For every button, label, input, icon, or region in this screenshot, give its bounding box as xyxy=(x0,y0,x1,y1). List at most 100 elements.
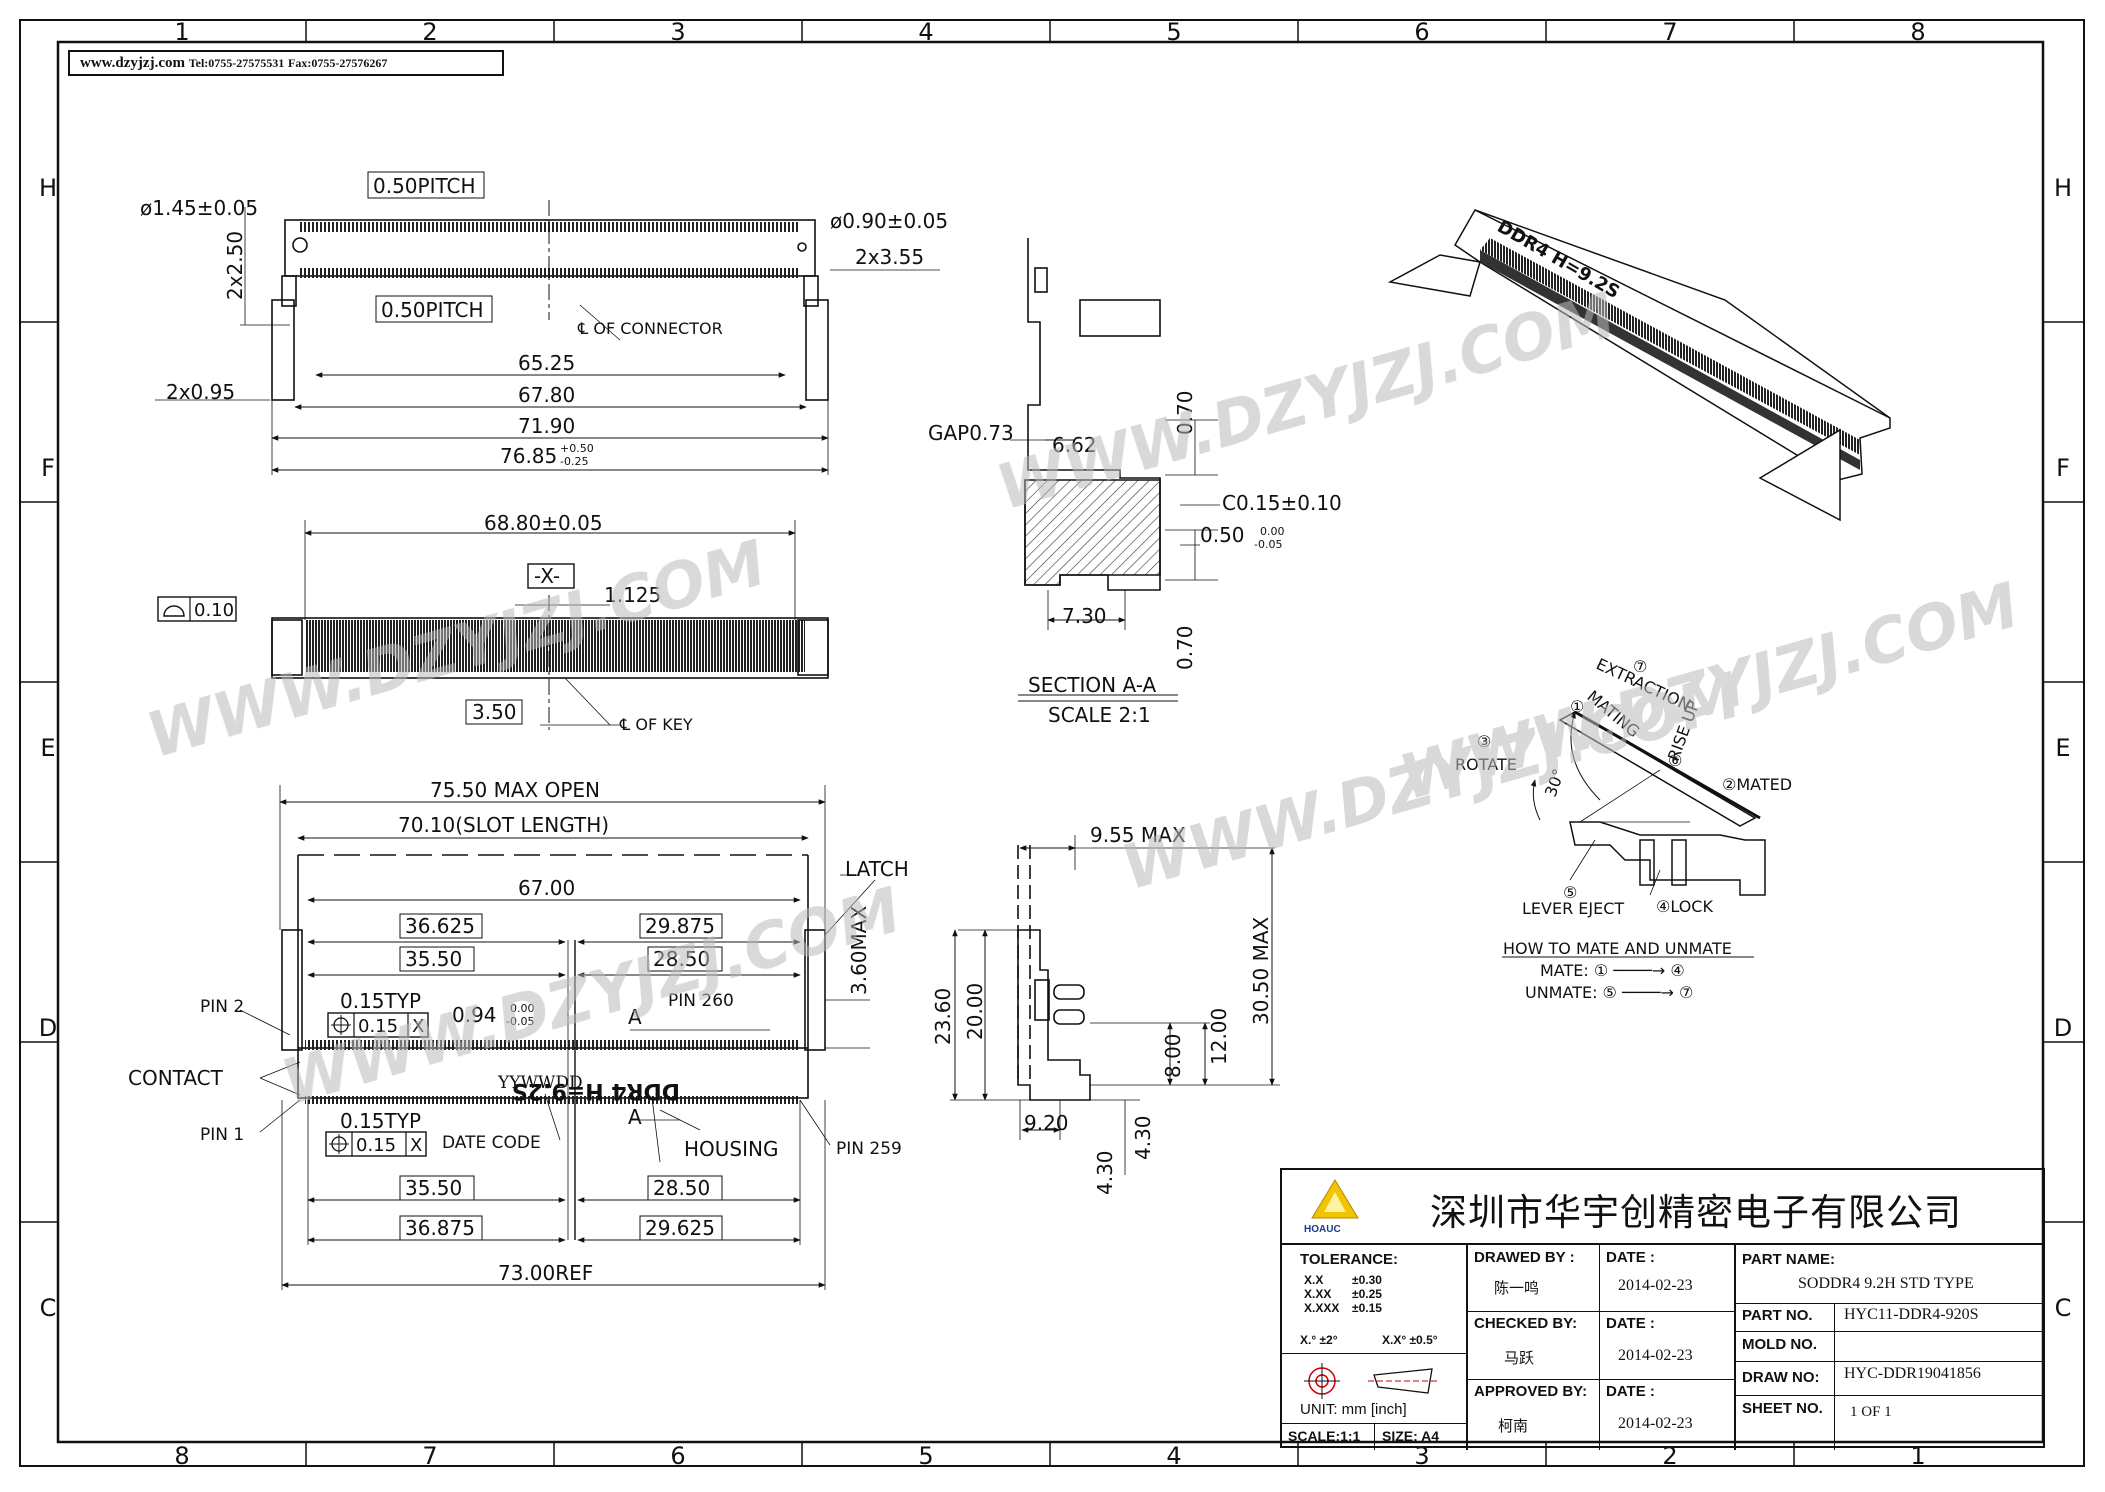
dim-2x095: 2x0.95 xyxy=(166,380,235,404)
step7: ⑦ xyxy=(1633,657,1647,676)
dim-6880: 68.80±0.05 xyxy=(484,511,603,535)
angle-tol2: X.X° ±0.5° xyxy=(1382,1333,1438,1347)
draw-no: HYC-DDR19041856 xyxy=(1844,1365,1981,1382)
pos-tol2: 0.15 xyxy=(356,1135,396,1156)
draw-no-label: DRAW NO: xyxy=(1742,1369,1820,1386)
dim-29625: 29.625 xyxy=(645,1216,715,1240)
date-drawn: 2014-02-23 xyxy=(1618,1277,1693,1294)
dim-2000: 20.00 xyxy=(963,983,987,1040)
drawn-by-label: DRAWED BY : xyxy=(1474,1249,1575,1266)
tol-key: X.XX xyxy=(1304,1287,1332,1301)
projection-icon xyxy=(1304,1363,1438,1399)
col-label: 1 xyxy=(1910,1442,1925,1470)
row-label: C xyxy=(2055,1294,2072,1322)
sheet-no: 1 OF 1 xyxy=(1850,1404,1892,1420)
row-label: F xyxy=(2056,454,2070,482)
scale-label: SCALE:1:1 xyxy=(1288,1428,1361,1444)
flatness-icon xyxy=(163,605,185,617)
dim-3550b: 35.50 xyxy=(405,1176,462,1200)
company-name: 深圳市华宇创精密电子有限公司 xyxy=(1430,1191,1962,1234)
dim-2x355: 2x3.55 xyxy=(855,245,924,269)
contact-label: CONTACT xyxy=(128,1066,224,1090)
watermark: WWW.DZYJZJ.COM xyxy=(989,278,1624,524)
hole2-dim: ø0.90±0.05 xyxy=(830,209,948,233)
tol-value: ±0.25 xyxy=(1352,1287,1382,1301)
logo-text: HOAUC xyxy=(1304,1224,1341,1235)
title-block: HOAUC 深圳市华宇创精密电子有限公司 TOLERANCE: X.X±0.30… xyxy=(1280,1168,2045,1450)
checked-by-label: CHECKED BY: xyxy=(1474,1315,1578,1332)
signature-names: DRAWED BY : 陈一鸣 CHECKED BY: 马跃 APPROVED … xyxy=(1468,1245,1600,1450)
dim-920: 9.20 xyxy=(1024,1111,1069,1135)
dim-6700: 67.00 xyxy=(518,876,575,900)
dim-955: 9.55 MAX xyxy=(1090,823,1186,847)
sheet-no-label: SHEET NO. xyxy=(1742,1400,1823,1417)
row-label: F xyxy=(41,454,55,482)
cl-connector: ℄ OF CONNECTOR xyxy=(577,319,723,338)
dim-2360: 23.60 xyxy=(931,988,955,1045)
date-label: DATE : xyxy=(1606,1383,1655,1400)
tol-050-plus: 0.00 xyxy=(1260,525,1285,538)
dim-070a: 0.70 xyxy=(1173,390,1197,435)
dim-430b: 4.30 xyxy=(1093,1150,1117,1195)
size-label: SIZE: A4 xyxy=(1382,1428,1440,1444)
part-no: HYC11-DDR4-920S xyxy=(1844,1306,1979,1323)
date-label: DATE : xyxy=(1606,1249,1655,1266)
dim-662: 6.62 xyxy=(1052,433,1097,457)
website-url: www.dzyjzj.com xyxy=(80,55,185,71)
date-label: DATE : xyxy=(1606,1315,1655,1332)
approved-by: 柯南 xyxy=(1498,1418,1529,1435)
rotate-label: ROTATE xyxy=(1455,755,1517,774)
pitch-bottom-dim: 0.50PITCH xyxy=(381,298,484,322)
col-label: 4 xyxy=(1166,1442,1181,1470)
housing-label: HOUSING xyxy=(684,1137,778,1161)
tol-minus: -0.25 xyxy=(560,455,588,468)
header-fax: Fax:0755-27576267 xyxy=(288,56,388,70)
dim-6780: 67.80 xyxy=(518,383,575,407)
dim-070b: 0.70 xyxy=(1173,625,1197,670)
row-label: H xyxy=(2054,174,2072,202)
checked-by: 马跃 xyxy=(1504,1350,1535,1367)
col-label: 6 xyxy=(1414,18,1429,46)
dim-430a: 4.30 xyxy=(1131,1115,1155,1160)
tol-plus: +0.50 xyxy=(560,442,594,455)
mating-title: HOW TO MATE AND UNMATE xyxy=(1503,939,1732,958)
row-label: E xyxy=(40,734,55,762)
dim-350: 3.50 xyxy=(472,700,517,724)
dim-360max: 3.60MAX xyxy=(847,906,871,995)
col-label: 3 xyxy=(1414,1442,1429,1470)
step1: ① xyxy=(1570,697,1584,716)
gap-dim: GAP0.73 xyxy=(928,421,1014,445)
row-label: D xyxy=(2054,1014,2072,1042)
tolerance-table: X.X±0.30 X.XX±0.25 X.XXX±0.15 xyxy=(1304,1273,1424,1315)
date-checked: 2014-02-23 xyxy=(1618,1347,1693,1364)
dim-1125: 1.125 xyxy=(604,583,661,607)
dim-3550a: 35.50 xyxy=(405,947,462,971)
iso-view xyxy=(1387,209,1891,522)
section-mark-b: A xyxy=(628,1105,642,1129)
step3: ③ xyxy=(1477,732,1491,751)
bottom-view xyxy=(239,785,876,1290)
part-name: SODDR4 9.2H STD TYPE xyxy=(1798,1275,1974,1292)
tol-value: ±0.30 xyxy=(1352,1273,1382,1287)
lever-eject-label: LEVER EJECT xyxy=(1522,899,1624,918)
mold-no-label: MOLD NO. xyxy=(1742,1336,1817,1353)
section-title: SECTION A-A xyxy=(1028,673,1156,697)
tol-050-minus: -0.05 xyxy=(1254,538,1282,551)
dim-7685: 76.85 xyxy=(500,444,557,468)
dim-7190: 71.90 xyxy=(518,414,575,438)
col-label: 4 xyxy=(918,18,933,46)
side-view xyxy=(950,835,1280,1175)
signature-dates: DATE : 2014-02-23 DATE : 2014-02-23 DATE… xyxy=(1600,1245,1736,1450)
datum1: X xyxy=(412,1016,424,1037)
mate-sequence: MATE: ① ────→ ④ xyxy=(1540,961,1685,980)
website-header: www.dzyjzj.com Tel:0755-27575531 Fax:075… xyxy=(68,50,504,76)
dim-7300: 73.00REF xyxy=(498,1261,593,1285)
section-mark-a: A xyxy=(628,1005,642,1029)
mating-diagram xyxy=(1502,710,1766,958)
col-label: 8 xyxy=(1910,18,1925,46)
top-view-labels: ø1.45±0.05 0.50PITCH ø0.90±0.05 2x2.50 2… xyxy=(140,171,948,468)
front-view-labels: 68.80±0.05 -X- 1.125 0.10 3.50 ℄ OF KEY xyxy=(157,511,693,734)
marking-text: DDR4 H=9.2S xyxy=(512,1078,680,1103)
col-label: 7 xyxy=(422,1442,437,1470)
